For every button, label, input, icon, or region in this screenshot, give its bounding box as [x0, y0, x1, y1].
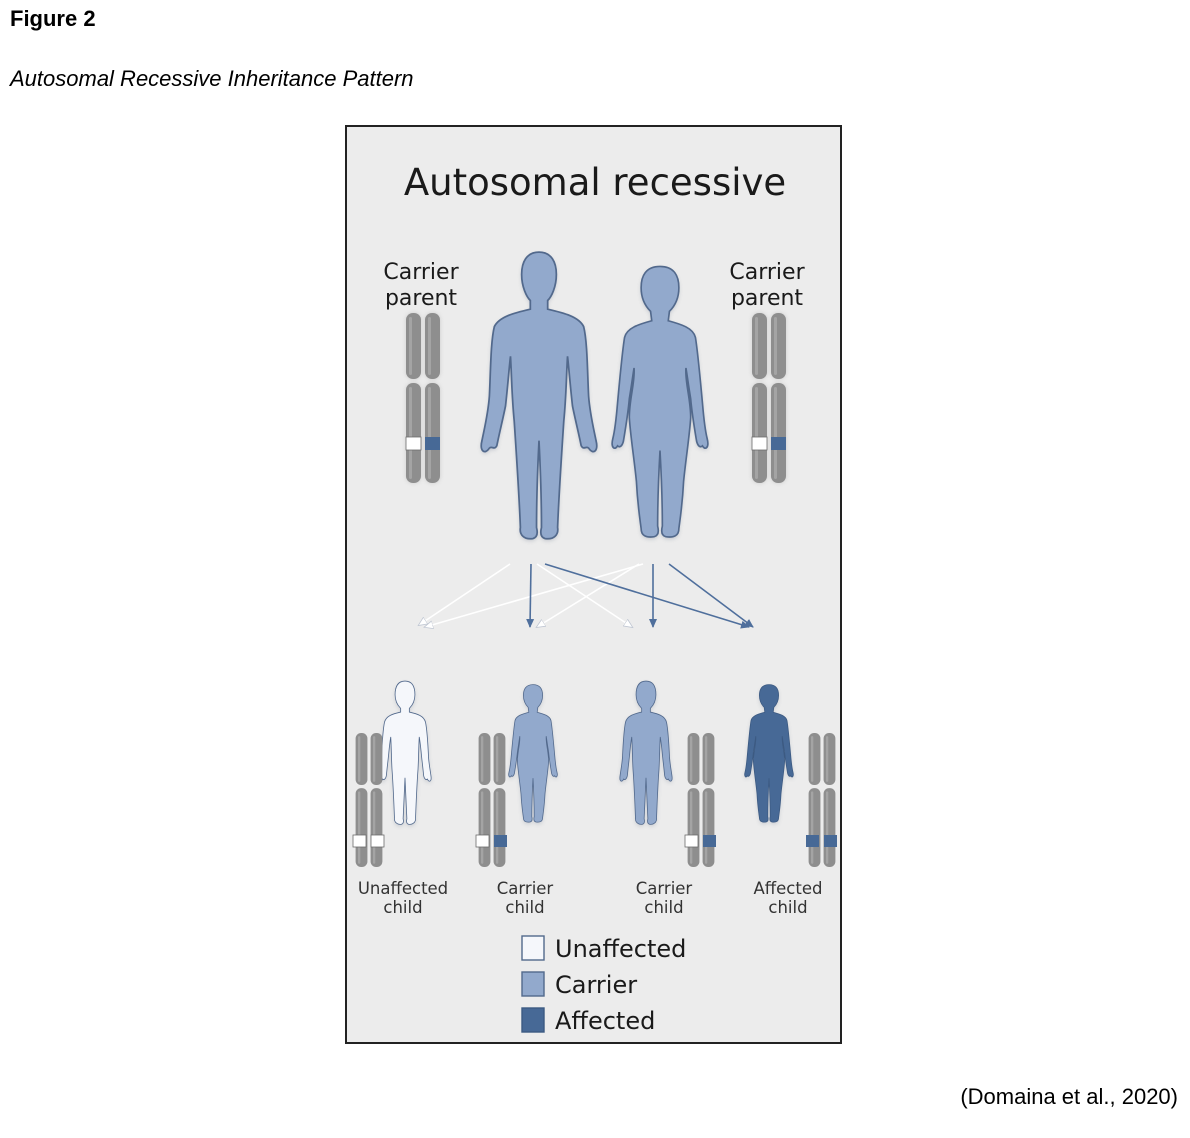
allele-affected-marker — [806, 835, 819, 847]
legend-label-carrier: Carrier — [555, 971, 637, 999]
legend-label-affected: Affected — [555, 1007, 655, 1035]
right-parent-label-line1: Carrier — [729, 260, 805, 285]
arrow-father-to-carrier-2 — [536, 563, 632, 627]
child-4-label-line1: Affected — [754, 879, 823, 898]
unaffected-child-chromosomes — [352, 733, 385, 867]
right-parent-label-line2: parent — [731, 286, 803, 311]
legend-swatch-affected — [521, 1007, 545, 1033]
diagram-title: Autosomal recessive — [404, 161, 786, 204]
diagram-panel: Autosomal recessive Carrier parent Carri… — [345, 125, 842, 1044]
child-3-label-line2: child — [644, 898, 683, 917]
allele-unaffected-marker — [352, 834, 367, 848]
left-parent-chromosomes — [405, 313, 440, 483]
mother-figure — [611, 265, 709, 539]
carrier-child-1-figure — [508, 683, 558, 825]
allele-affected-marker — [824, 835, 837, 847]
legend-swatch-unaffected — [521, 935, 545, 961]
child-2-label-line2: child — [505, 898, 544, 917]
arrow-father-to-affected — [544, 563, 750, 629]
allele-affected-marker — [494, 835, 507, 847]
citation: (Domaina et al., 2020) — [960, 1084, 1178, 1109]
child-4-label-line2: child — [768, 898, 807, 917]
legend-swatch-carrier — [521, 971, 545, 997]
child-3-label-line1: Carrier — [636, 879, 693, 898]
inheritance-diagram: Autosomal recessive Carrier parent Carri… — [352, 161, 837, 1035]
unaffected-child-figure — [378, 680, 432, 827]
inheritance-arrows — [419, 563, 754, 629]
left-parent-label-line1: Carrier — [383, 260, 459, 285]
affected-child-chromosomes — [806, 733, 837, 867]
allele-affected-marker — [771, 437, 786, 450]
affected-child-figure — [744, 683, 794, 825]
allele-unaffected-marker — [751, 436, 768, 451]
father-figure — [480, 251, 598, 541]
child-2-label-line1: Carrier — [497, 879, 554, 898]
legend: Unaffected Carrier Affected — [521, 935, 686, 1035]
legend-label-unaffected: Unaffected — [555, 935, 686, 963]
arrow-father-to-carrier-1 — [526, 563, 535, 628]
arrow-mother-to-carrier-1 — [537, 563, 640, 627]
child-1-label-line1: Unaffected — [358, 879, 448, 898]
figure-caption: Autosomal Recessive Inheritance Pattern — [10, 66, 414, 91]
allele-unaffected-marker — [405, 436, 422, 451]
carrier-child-1-chromosomes — [475, 733, 507, 867]
allele-unaffected-marker — [684, 834, 699, 848]
arrow-mother-to-affected — [668, 563, 754, 628]
arrow-mother-to-unaffected — [425, 563, 644, 627]
allele-affected-marker — [703, 835, 716, 847]
arrow-father-to-unaffected — [419, 563, 511, 625]
child-1-label-line2: child — [383, 898, 422, 917]
left-parent-label-line2: parent — [385, 286, 457, 311]
allele-unaffected-marker — [475, 834, 490, 848]
carrier-child-2-figure — [619, 680, 673, 827]
allele-affected-marker — [425, 437, 440, 450]
carrier-child-2-chromosomes — [684, 733, 716, 867]
allele-unaffected-marker — [370, 834, 385, 848]
figure-label: Figure 2 — [10, 6, 96, 31]
right-parent-chromosomes — [751, 313, 786, 483]
